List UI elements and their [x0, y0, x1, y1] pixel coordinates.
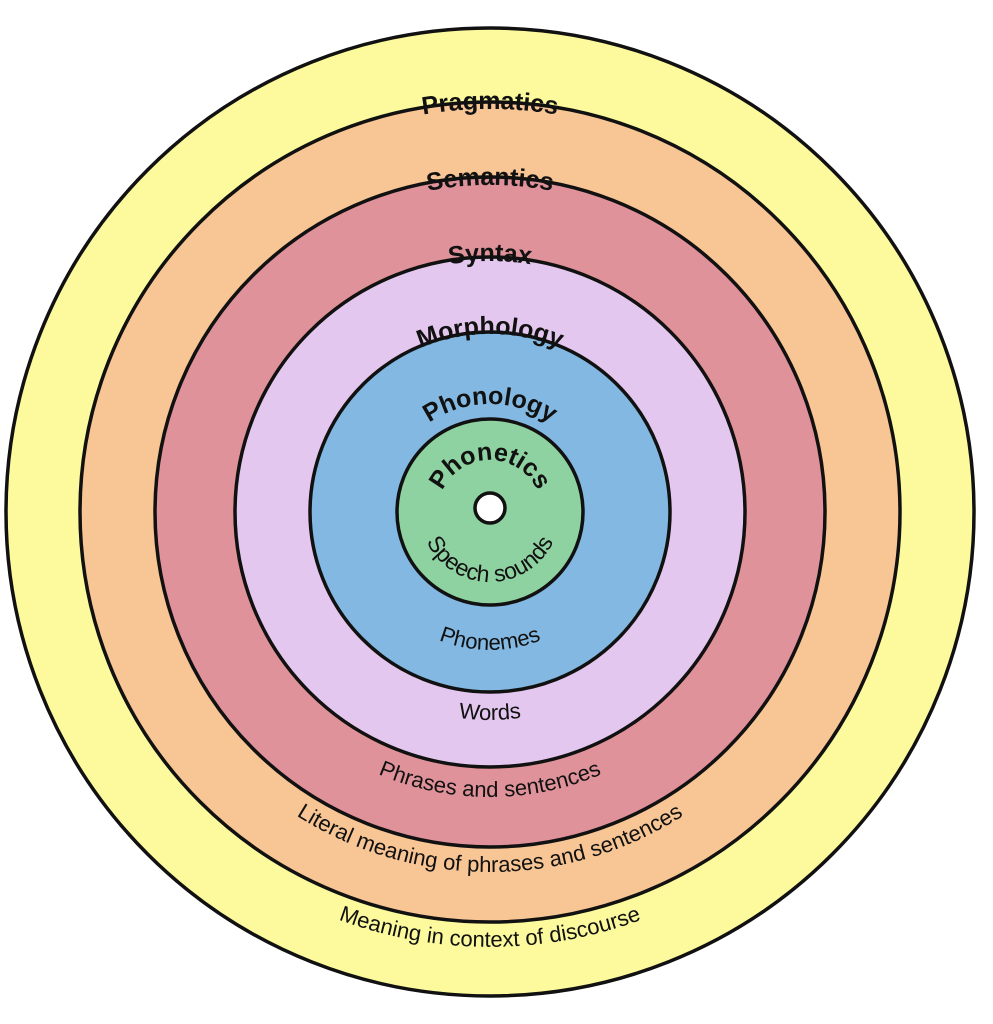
center-hole: [473, 491, 507, 525]
morphology-description: Words: [458, 698, 522, 725]
pragmatics-title: Pragmatics: [420, 87, 560, 120]
syntax-title: Syntax: [446, 239, 533, 270]
